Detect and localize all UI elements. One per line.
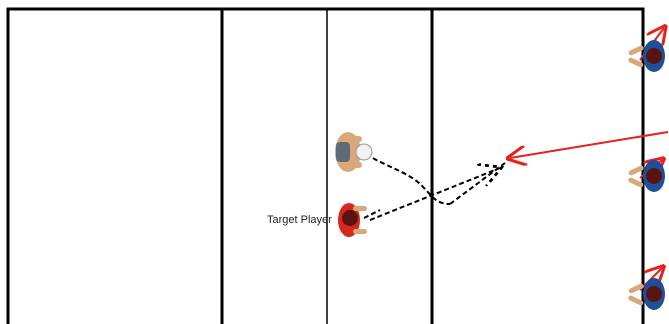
server-middle (628, 160, 665, 192)
blocker-arm-top (346, 136, 362, 142)
dashed-paths (363, 153, 506, 221)
red-arrow-long (510, 131, 669, 158)
server-bottom-arm-upper (628, 283, 644, 294)
target-arm-top (353, 206, 367, 211)
court-boundary (6, 7, 645, 324)
target-player-label: Target Player (267, 214, 332, 226)
blocker-path (365, 153, 451, 205)
target-player (338, 203, 367, 237)
server-bottom-head (646, 286, 662, 302)
blocker-player (335, 132, 373, 172)
path-branch (449, 162, 506, 205)
server-middle-arm-upper (628, 165, 644, 176)
server-top (628, 40, 665, 72)
server-bottom-arm-lower (628, 295, 644, 306)
server-top-head (646, 48, 662, 64)
server-top-arm-lower (628, 57, 644, 68)
target-head (342, 210, 358, 226)
server-middle-arm-lower (628, 177, 644, 188)
target-pass-path (369, 168, 500, 221)
server-bottom (628, 278, 665, 310)
server-top-arm-upper (628, 45, 644, 56)
blocker-arm-bottom (346, 162, 362, 168)
blocker-head (355, 143, 373, 161)
blocker-torso (336, 142, 350, 162)
target-hook (363, 209, 381, 219)
court-lines (6, 7, 645, 324)
target-arm-bottom (353, 229, 367, 234)
server-middle-head (646, 168, 662, 184)
